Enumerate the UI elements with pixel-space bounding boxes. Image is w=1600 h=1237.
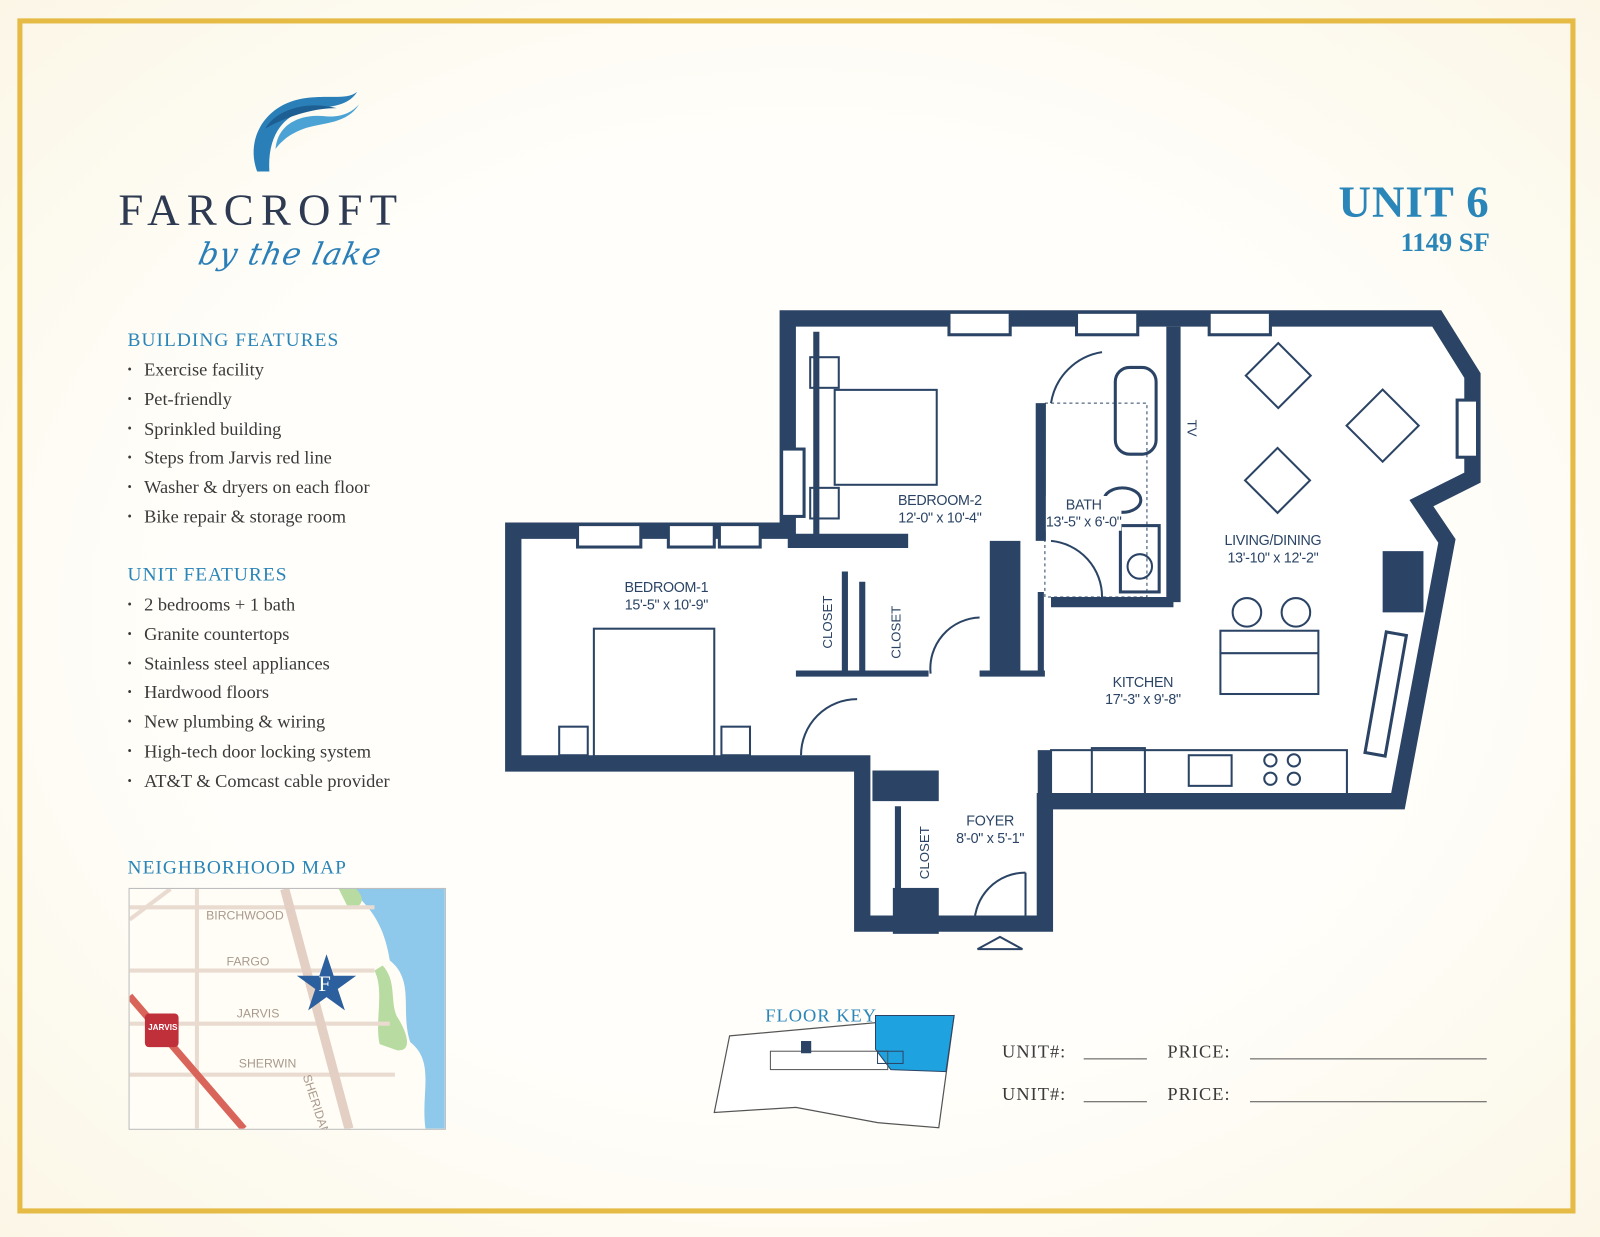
neighborhood-map: BIRCHWOOD FARGO JARVIS SHERWIN SHERIDAN … <box>128 887 446 1130</box>
floor-key-heading: FLOOR KEY <box>765 1005 878 1026</box>
closet-label: CLOSET <box>819 595 836 649</box>
list-item: Bike repair & storage room <box>128 502 370 531</box>
station-label: JARVIS <box>148 1022 178 1032</box>
street-label: FARGO <box>226 954 270 969</box>
list-item: Washer & dryers on each floor <box>128 473 369 502</box>
street-label: BIRCHWOOD <box>206 908 284 923</box>
list-item: New plumbing & wiring <box>128 707 390 736</box>
list-item: Hardwood floors <box>128 678 390 707</box>
building-features-heading: BUILDING FEATURES <box>127 329 340 352</box>
unit-number-label: UNIT#: <box>1002 1041 1067 1062</box>
unit-features: UNIT FEATURES 2 bedrooms + 1 bath Granit… <box>128 564 390 795</box>
unit-number-label: UNIT#: <box>1002 1083 1067 1105</box>
unit-area: 1149 SF <box>1400 227 1490 258</box>
price-field[interactable] <box>1249 1101 1487 1103</box>
brand-name: FARCROFT <box>118 184 405 235</box>
map-heading: NEIGHBORHOOD MAP <box>127 857 347 879</box>
building-features: BUILDING FEATURES Exercise facility Pet-… <box>128 330 370 532</box>
street-label: SHERWIN <box>238 1056 297 1071</box>
gold-border <box>17 18 1576 1214</box>
closet-label: CLOSET <box>888 605 904 659</box>
street-label: JARVIS <box>236 1006 280 1021</box>
station-icon <box>144 1013 179 1048</box>
floor-key-diagram <box>713 1014 955 1129</box>
wave-feather-logo <box>253 91 360 172</box>
list-item: Pet-friendly <box>128 385 370 414</box>
closet-label: CLOSET <box>998 605 1014 659</box>
price-label: PRICE: <box>1167 1041 1231 1062</box>
building-star-icon <box>296 954 357 1011</box>
closet-label: CLOSET <box>916 826 933 880</box>
list-item: Sprinkled building <box>128 414 370 443</box>
list-item: 2 bedrooms + 1 bath <box>128 590 390 619</box>
price-field[interactable] <box>1249 1058 1487 1060</box>
unit-number-field[interactable] <box>1083 1101 1147 1103</box>
tv-label: TV <box>1184 419 1200 437</box>
list-item: AT&T & Comcast cable provider <box>128 766 390 795</box>
unit-title: UNIT 6 <box>1338 176 1490 227</box>
unit-number-field[interactable] <box>1083 1058 1147 1060</box>
list-item: Granite countertops <box>128 619 390 648</box>
price-label: PRICE: <box>1167 1083 1231 1105</box>
list-item: Steps from Jarvis red line <box>128 443 370 472</box>
marker-label: F <box>318 970 331 997</box>
unit-features-heading: UNIT FEATURES <box>127 564 288 586</box>
list-item: Exercise facility <box>128 355 370 384</box>
list-item: High-tech door locking system <box>128 737 390 766</box>
list-item: Stainless steel appliances <box>128 649 390 678</box>
